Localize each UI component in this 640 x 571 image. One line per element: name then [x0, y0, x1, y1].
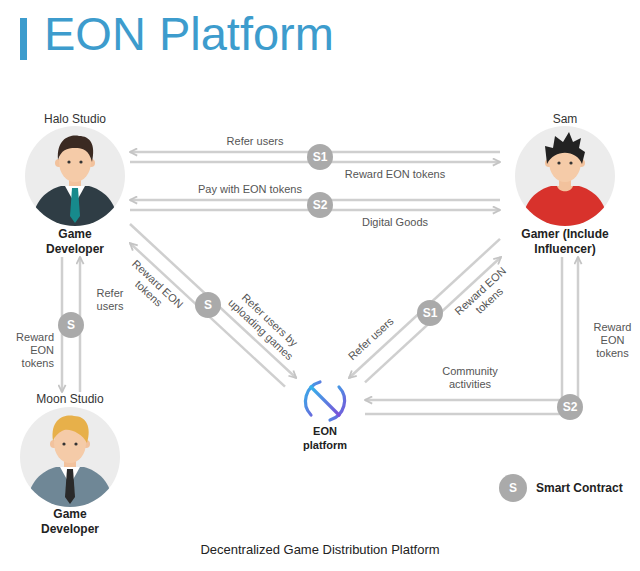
node-name: Moon Studio [15, 392, 125, 407]
avatar-space [500, 127, 630, 227]
contract-badge: S1 [417, 300, 443, 326]
node-role: Game Developer [30, 507, 110, 537]
title: EON Platform [44, 6, 334, 61]
node-name: Halo Studio [20, 112, 130, 127]
contract-badge: S2 [557, 394, 583, 420]
person-node: Moon StudioGame Developer [15, 392, 125, 537]
title-bar [20, 18, 27, 60]
flow-arrow [365, 257, 562, 400]
person-node: EON platform [285, 378, 365, 452]
contract-badge: S [500, 475, 526, 501]
edge-label: Digital Goods [362, 216, 428, 229]
avatar-space [15, 407, 125, 507]
edge-label: Reward EON tokens [6, 331, 54, 370]
contract-badge: S [195, 292, 221, 318]
node-role: Game Developer [35, 227, 115, 257]
gamer-avatar [515, 126, 615, 228]
contract-badge: S2 [307, 192, 333, 218]
developer-avatar [25, 126, 125, 228]
person-node: SamGamer (Include Influencer) [500, 112, 630, 257]
contract-badge: S [58, 312, 84, 338]
edge-label: Pay with EON tokens [198, 183, 302, 196]
edge-label: Community activities [435, 365, 505, 391]
edge-label: Reward EON tokens [590, 321, 635, 360]
caption: Decentralized Game Distribution Platform [0, 542, 640, 557]
developer-avatar [20, 407, 120, 509]
edge-label: Refer users [227, 135, 284, 148]
eon-logo [306, 382, 345, 420]
edge-label: Refer users by uploading games [221, 283, 308, 367]
node-name: Sam [500, 112, 630, 127]
flow-arrow [365, 257, 578, 414]
person-node: Halo StudioGame Developer [20, 112, 130, 257]
legend-text: Smart Contract [536, 480, 623, 496]
contract-badge: S1 [307, 144, 333, 170]
avatar-space [285, 378, 365, 424]
node-role: EON platform [295, 424, 355, 452]
avatar-space [20, 127, 130, 227]
edge-label: Refer users [90, 287, 130, 313]
edge-label: Reward EON tokens [345, 168, 445, 181]
node-role: Gamer (Include Influencer) [502, 227, 628, 257]
